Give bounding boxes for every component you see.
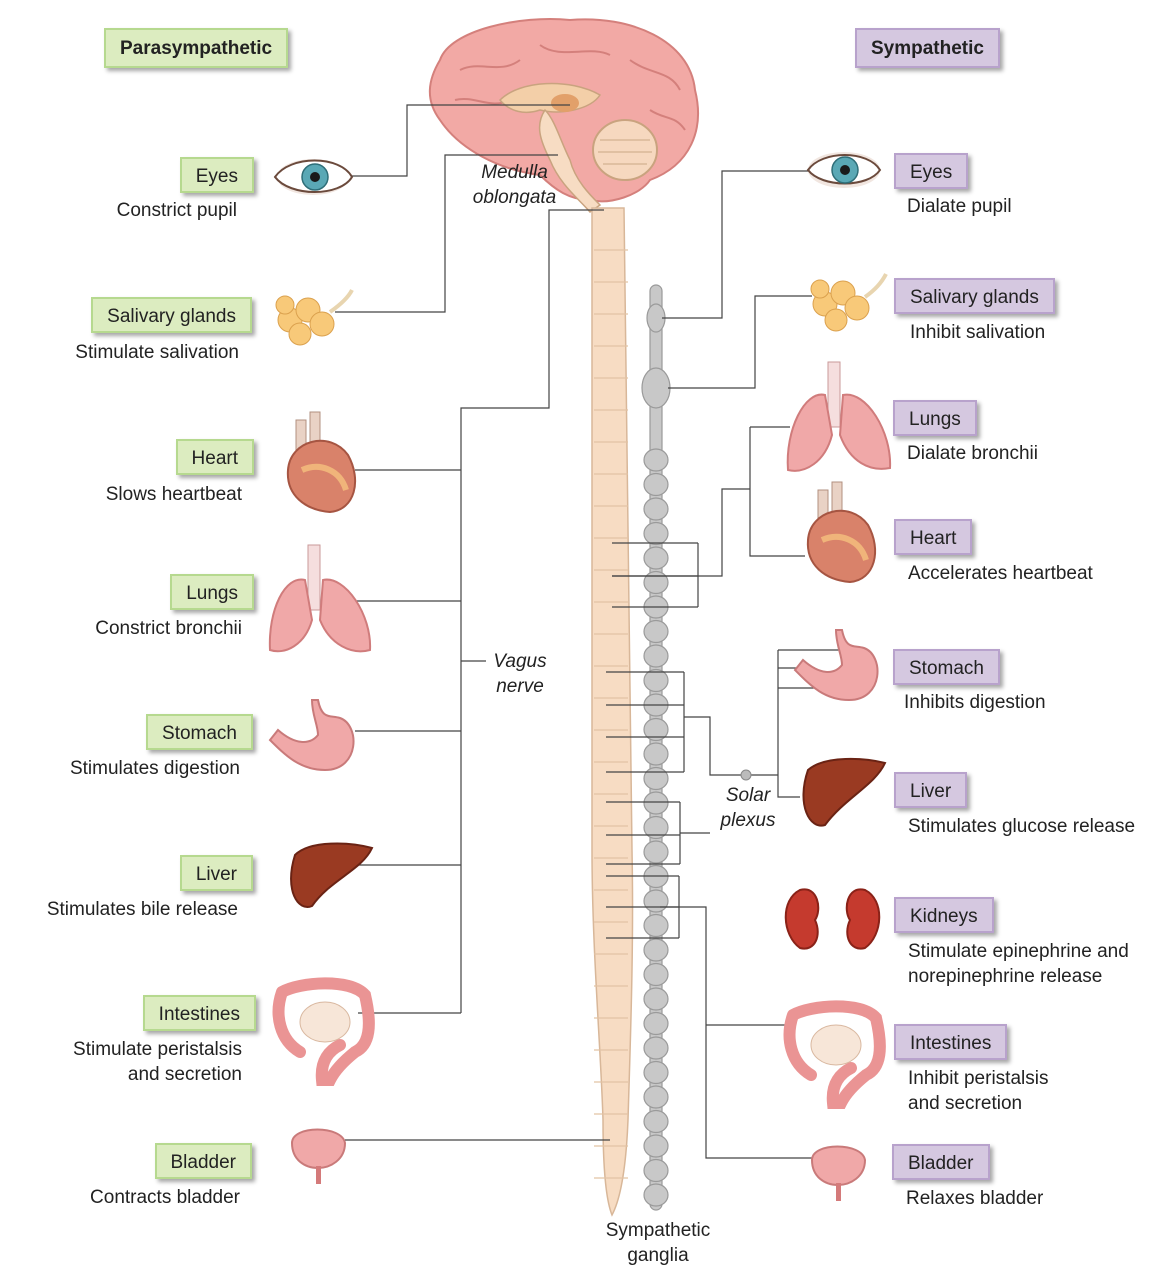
ganglion-node (643, 1036, 669, 1060)
para-effect-bladder: Contracts bladder (90, 1187, 240, 1208)
ganglion-node (643, 889, 669, 913)
para-effect-salivary: Stimulate salivation (75, 342, 239, 363)
para-label-eyes: Eyes (179, 157, 254, 193)
ganglion-node (643, 913, 669, 938)
symp-effect-stomach: Inhibits digestion (904, 692, 1046, 713)
ganglion-node (643, 815, 669, 840)
lungs-icon (268, 544, 372, 653)
salivary-glands-icon (275, 289, 354, 346)
para-effect-intestines: Stimulate peristalsis and secretion (73, 1039, 242, 1085)
para-label-liver: Liver (179, 855, 253, 891)
ganglion-node (643, 546, 669, 570)
para-effect-stomach: Stimulates digestion (69, 758, 240, 779)
brain (428, 18, 699, 214)
ganglion-node (643, 1158, 669, 1183)
para-label-bladder: Bladder (154, 1143, 252, 1179)
para-effect-liver: Stimulates bile release (46, 899, 238, 920)
ganglion-node (643, 1085, 669, 1109)
sympathetic-ganglia-label: Sympathetic ganglia (605, 1220, 711, 1266)
ganglion-node (643, 570, 669, 595)
stomach-icon (268, 699, 355, 772)
symp-label-lungs: Lungs (893, 400, 977, 436)
symp-label-intestines: Intestines (894, 1024, 1008, 1060)
intestines-icon (783, 1000, 886, 1109)
para-label-heart: Heart (175, 439, 254, 475)
eye-icon (806, 152, 882, 188)
bladder-icon (810, 1145, 867, 1201)
intestines-icon (272, 977, 375, 1086)
sympathetic-header: Sympathetic (855, 28, 1000, 68)
symp-label-bladder: Bladder (892, 1144, 990, 1180)
ganglion-node (643, 472, 669, 497)
ganglion-node (643, 962, 669, 987)
spinal-cord (591, 207, 634, 1217)
ganglion-node (643, 448, 669, 472)
symp-label-heart: Heart (894, 519, 973, 555)
ganglion-node (643, 742, 669, 766)
ganglion-node (643, 521, 669, 546)
sympathetic-ganglia-chain (641, 284, 671, 1211)
nerve-lines (335, 104, 850, 1159)
heart-icon (806, 481, 877, 584)
solar-plexus-label: Solar plexus (720, 785, 776, 831)
para-effect-lungs: Constrict bronchii (95, 618, 242, 639)
salivary-glands-icon (810, 273, 888, 332)
ganglion-node (643, 717, 669, 742)
ganglion-node (643, 668, 669, 693)
para-label-salivary: Salivary glands (91, 297, 252, 333)
symp-effect-heart: Accelerates heartbeat (908, 563, 1093, 584)
ganglion-node (643, 497, 669, 521)
para-label-stomach: Stomach (146, 714, 253, 750)
eye-icon (273, 159, 354, 195)
symp-effect-eyes: Dialate pupil (907, 196, 1012, 217)
symp-effect-intestines: Inhibit peristalsis and secretion (908, 1068, 1049, 1114)
ganglion-node (643, 938, 669, 962)
ganglion-node (643, 644, 669, 668)
vagus-nerve-label: Vagus nerve (493, 651, 547, 697)
symp-label-kidneys: Kidneys (894, 897, 994, 933)
ganglion-node (643, 1183, 669, 1207)
symp-effect-bladder: Relaxes bladder (906, 1188, 1044, 1209)
solar-plexus-node (740, 769, 752, 781)
ganglion-node (643, 791, 669, 815)
ganglion-node (643, 1109, 669, 1134)
ganglion-node (643, 1011, 669, 1036)
parasympathetic-header: Parasympathetic (104, 28, 289, 68)
symp-label-eyes: Eyes (894, 153, 969, 189)
para-label-lungs: Lungs (170, 574, 254, 610)
symp-label-liver: Liver (894, 772, 968, 808)
para-effect-heart: Slows heartbeat (105, 484, 242, 505)
symp-effect-kidneys: Stimulate epinephrine and norepinephrine… (908, 941, 1129, 987)
stomach-icon (793, 629, 879, 702)
symp-effect-salivary: Inhibit salivation (910, 322, 1046, 343)
liver-icon (802, 757, 887, 827)
heart-icon (286, 411, 357, 514)
ganglion-node (643, 1060, 669, 1085)
symp-effect-lungs: Dialate bronchii (907, 443, 1038, 464)
liver-icon (290, 842, 374, 908)
para-label-intestines: Intestines (142, 995, 256, 1031)
ganglion-node (643, 987, 669, 1011)
para-effect-eyes: Constrict pupil (116, 200, 237, 221)
kidneys-icon (784, 888, 881, 950)
bladder-icon (290, 1128, 347, 1184)
ganglion-node (643, 766, 669, 791)
ganglion-node (643, 840, 669, 864)
symp-effect-liver: Stimulates glucose release (908, 816, 1136, 837)
symp-label-salivary: Salivary glands (894, 278, 1055, 314)
lungs-icon (786, 361, 892, 472)
medulla-oblongata-label: Medulla oblongata (472, 162, 557, 208)
ganglion-node (643, 619, 669, 644)
ganglion-node (643, 1134, 669, 1158)
symp-label-stomach: Stomach (893, 649, 1000, 685)
